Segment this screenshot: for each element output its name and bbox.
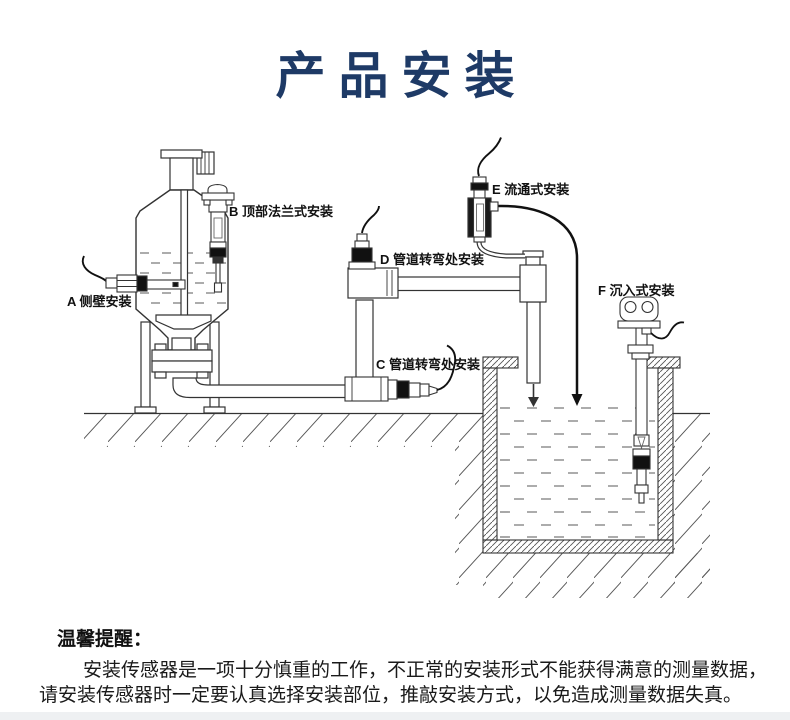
label-c: C 管道转弯处安装 xyxy=(376,357,480,372)
label-e: E 流通式安装 xyxy=(492,182,569,197)
notice-line2: 请安装传感器时一定要认真选择安装部位，推敲安装方式，以免造成测量数据失真。 xyxy=(39,685,743,706)
sensor-a-side-wall xyxy=(81,255,186,293)
sensor-e-flow-cell xyxy=(467,137,579,394)
sensor-f-submersion xyxy=(617,296,685,504)
label-d: D 管道转弯处安装 xyxy=(380,252,484,267)
label-b: B 顶部法兰式安装 xyxy=(229,204,333,219)
pool-liquid xyxy=(500,407,655,538)
pool xyxy=(482,356,681,554)
flow-arrows xyxy=(528,384,583,407)
notice-line1: 安装传感器是一项十分慎重的工作，不正常的安装形式不能获得满意的测量数据， xyxy=(83,660,768,681)
ground-hatching xyxy=(84,412,710,598)
sensor-b-top-flange xyxy=(201,183,235,293)
label-f: F 沉入式安装 xyxy=(598,283,675,298)
label-a: A 侧壁安装 xyxy=(67,294,132,309)
sensor-d-pipe-bend xyxy=(348,205,380,270)
page-title: 产品安装 xyxy=(275,48,528,104)
notice-heading: 温馨提醒： xyxy=(57,629,153,650)
pool-inlet-tee xyxy=(519,250,547,384)
bottom-divider xyxy=(0,712,790,720)
pipe-run xyxy=(347,267,523,379)
sensor-c-pipe-bend xyxy=(344,344,457,402)
